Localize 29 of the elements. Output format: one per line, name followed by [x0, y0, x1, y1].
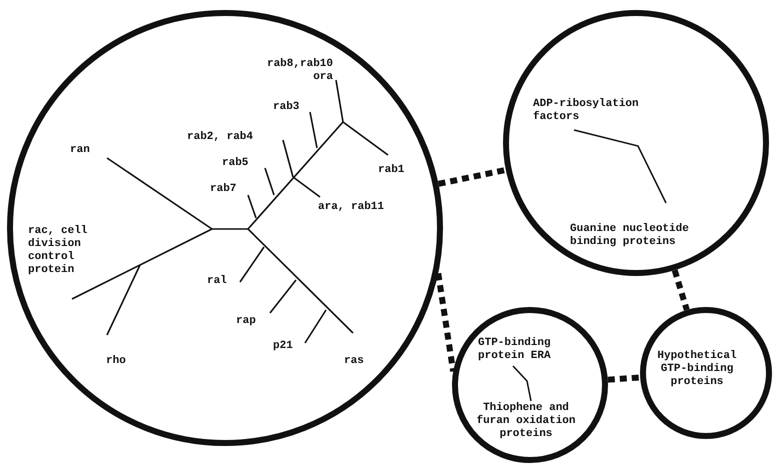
leaf-label: ADP-ribosylation factors — [533, 98, 653, 124]
branch-line — [512, 365, 532, 402]
leaf-label: rab1 — [378, 164, 418, 177]
leaf-label: ras — [344, 355, 374, 368]
leaf-label: Hypothetical GTP-binding proteins — [652, 350, 742, 389]
leaf-label: Guanine nucleotide binding proteins — [570, 223, 710, 249]
group-circle — [503, 10, 769, 276]
leaf-label: rab3 — [273, 101, 313, 114]
leaf-label: rab7 — [210, 183, 250, 196]
leaf-label: rac, cell division control protein — [28, 225, 98, 277]
leaf-label: rho — [106, 355, 136, 368]
leaf-label: rab2, rab4 — [187, 131, 267, 144]
dotted-connector — [672, 269, 690, 311]
leaf-label: GTP-binding protein ERA — [478, 337, 563, 363]
dotted-connector — [608, 374, 640, 383]
leaf-label: ara, rab11 — [318, 201, 398, 214]
leaf-label: rap — [236, 315, 266, 328]
dotted-connector — [438, 167, 506, 187]
group-circle — [7, 10, 443, 446]
leaf-label: rab8,rab10 ora — [241, 58, 333, 84]
leaf-label: Thiophene and furan oxidation proteins — [470, 402, 582, 441]
leaf-label: rab5 — [222, 157, 262, 170]
branch-line — [574, 129, 667, 204]
leaf-label: p21 — [273, 340, 303, 353]
dotted-connector — [435, 272, 456, 372]
group-circle — [452, 307, 608, 463]
leaf-label: ran — [70, 144, 100, 157]
leaf-label: ral — [207, 275, 237, 288]
group-circle — [640, 307, 772, 439]
